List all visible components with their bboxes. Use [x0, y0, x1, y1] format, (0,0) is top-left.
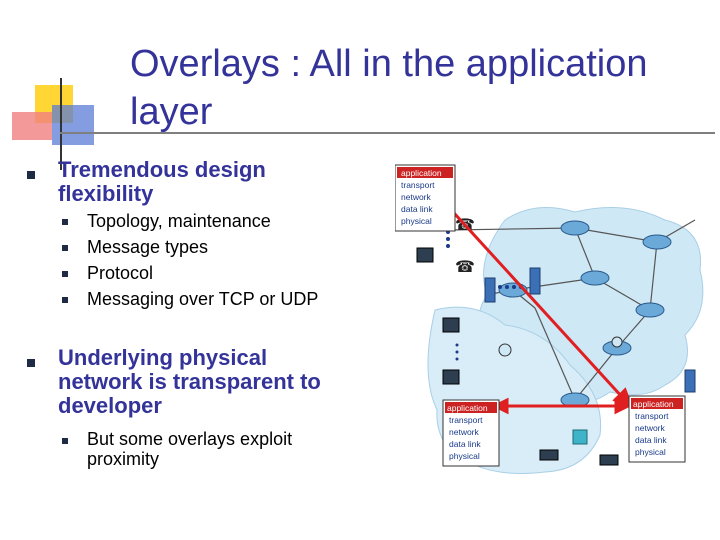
phone-icon: ☎: [455, 259, 475, 276]
corner-blue-square: [52, 105, 94, 145]
stack-layer-network: network: [635, 423, 666, 433]
bullet-marker: [27, 359, 35, 367]
bullet-marker: [27, 171, 35, 179]
router-icon: [642, 234, 672, 250]
network-diagram: ☎ ☎ application transport network data l…: [395, 164, 704, 474]
stack-layer-physical: physical: [635, 447, 666, 457]
sub-bullet-text: Protocol: [87, 263, 154, 283]
modem-icon: [498, 343, 512, 357]
protocol-stack-bottom-left: application transport network data link …: [442, 399, 500, 467]
sub-bullet-marker: [62, 219, 68, 225]
laptop-icon: [599, 454, 619, 466]
stack-layer-physical: physical: [449, 451, 480, 461]
access-point-icon: [572, 429, 588, 445]
sub-bullet-marker: [62, 438, 68, 444]
bullet-2-text: Underlying physical network is transpare…: [58, 345, 321, 418]
stack-layer-transport: transport: [449, 415, 483, 425]
sub-bullet-marker: [62, 297, 68, 303]
laptop-icon: [539, 449, 559, 461]
server-icon: [484, 277, 496, 303]
computer-icon: [442, 369, 460, 385]
stack-layer-network: network: [449, 427, 480, 437]
stack-layer-transport: transport: [635, 411, 669, 421]
corner-red-square: [12, 112, 52, 140]
sub-bullet-text: Message types: [87, 237, 209, 257]
router-icon: [560, 220, 590, 236]
sub-bullet-marker: [62, 245, 68, 251]
sub-bullet-text: Messaging over TCP or UDP: [87, 289, 319, 309]
server-icon: [529, 267, 541, 295]
router-icon: [580, 270, 610, 286]
server-icon: [684, 369, 696, 393]
slide-title-line1: Overlays : All in the application: [130, 43, 648, 85]
slide-title-line2: layer: [130, 91, 213, 133]
stack-layer-data-link: data link: [449, 439, 481, 449]
bullet-1-text: Tremendous design flexibility: [58, 157, 266, 206]
computer-icon: [442, 317, 460, 333]
title-rule: [60, 132, 715, 134]
stack-layer-network: network: [401, 192, 432, 202]
stack-layer-physical: physical: [401, 216, 432, 226]
stack-layer-application: application: [447, 403, 488, 413]
protocol-stack-right: application transport network data link …: [628, 395, 686, 463]
protocol-stack-top-left: application transport network data link …: [395, 164, 456, 232]
stack-layer-data-link: data link: [401, 204, 433, 214]
sub-bullet-text: But some overlays exploit proximity: [87, 429, 293, 469]
stack-layer-transport: transport: [401, 180, 435, 190]
stack-layer-application: application: [633, 399, 674, 409]
stack-layer-application: application: [401, 168, 442, 178]
corner-vertical-line: [60, 78, 62, 170]
slide-title: Overlays : All in the application layer: [130, 40, 710, 136]
sub-bullet-marker: [62, 271, 68, 277]
router-icon: [635, 302, 665, 318]
computer-icon: [416, 247, 434, 263]
modem-icon: [611, 336, 623, 348]
sub-bullet-text: Topology, maintenance: [87, 211, 271, 231]
stack-layer-data-link: data link: [635, 435, 667, 445]
